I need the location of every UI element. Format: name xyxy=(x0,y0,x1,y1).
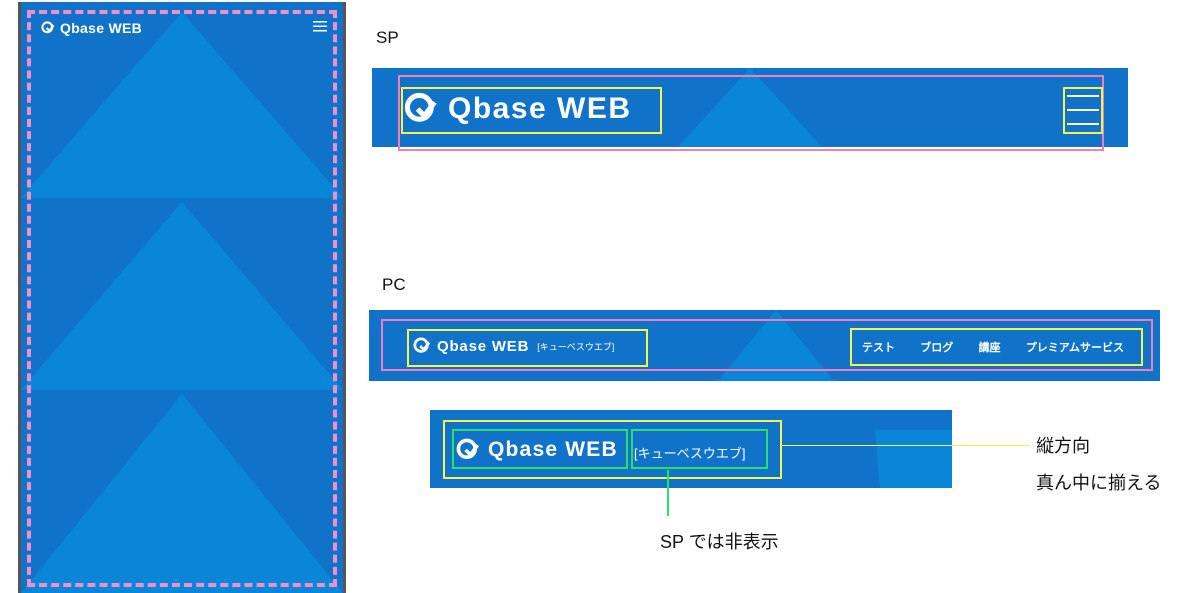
sp-phone-mockup: Qbase WEB xyxy=(18,2,346,593)
sp-logo-text: Qbase WEB xyxy=(60,20,143,36)
sp-section-label: SP xyxy=(376,28,399,47)
vertical-center-note-line1: 縦方向 xyxy=(1036,436,1090,456)
pc-logo-kana: [キューベスウエブ] xyxy=(537,341,615,352)
pc-section-label: PC xyxy=(382,275,406,294)
zoom-kana-outline xyxy=(631,429,768,469)
sp-logo[interactable]: Qbase WEB xyxy=(41,20,142,36)
triangle-decoration xyxy=(21,202,343,390)
pc-nav: テスト ブログ 講座 プレミアムサービス xyxy=(862,337,1124,357)
zoom-logo-group-outline xyxy=(443,420,782,479)
vertical-center-connector xyxy=(782,445,1030,446)
pc-banner-logo-text: Qbase WEB xyxy=(437,337,530,355)
pc-nav-outline xyxy=(850,328,1143,366)
hamburger-menu-icon[interactable] xyxy=(1067,93,1099,127)
vertical-center-note-line2: 真ん中に揃える xyxy=(1036,473,1162,493)
triangle-background xyxy=(21,12,343,593)
sp-menu-outline xyxy=(1063,87,1103,134)
sp-banner-logo[interactable]: Qbase WEB xyxy=(404,92,632,126)
triangle-decoration xyxy=(718,310,834,381)
pc-header-container-outline xyxy=(381,319,1153,371)
qbase-logo-icon xyxy=(404,92,437,122)
sp-hidden-connector xyxy=(667,470,669,516)
hamburger-menu-icon[interactable] xyxy=(313,21,327,32)
triangle-decoration xyxy=(678,68,822,147)
pc-banner-logo[interactable]: Qbase WEB [キューベスウエブ] xyxy=(413,337,614,355)
triangle-background xyxy=(718,310,834,381)
pc-logo-outline xyxy=(407,329,648,367)
triangle-decoration xyxy=(21,394,343,593)
qbase-logo-icon xyxy=(413,337,431,353)
pc-logo-zoom-banner xyxy=(430,410,952,488)
zoom-logo-kana: [キューベスウエブ] xyxy=(634,446,746,461)
sp-header-container-outline xyxy=(398,75,1104,151)
nav-item-test[interactable]: テスト xyxy=(862,342,895,354)
sp-container-outline xyxy=(27,10,337,587)
nav-item-premium[interactable]: プレミアムサービス xyxy=(1025,342,1124,354)
zoom-logo-outline xyxy=(452,429,628,469)
sp-hidden-note: SP では非表示 xyxy=(660,532,779,552)
sp-logo-outline xyxy=(401,87,662,134)
triangle-decoration xyxy=(875,430,952,488)
zoom-logo[interactable]: Qbase WEB xyxy=(456,438,618,462)
triangle-background xyxy=(678,68,822,147)
qbase-logo-icon xyxy=(41,21,55,34)
triangle-decoration xyxy=(21,12,343,198)
nav-item-blog[interactable]: ブログ xyxy=(920,342,954,354)
qbase-logo-icon xyxy=(456,438,480,459)
triangle-background xyxy=(875,430,952,488)
nav-item-course[interactable]: 講座 xyxy=(978,342,1001,354)
zoom-logo-text: Qbase WEB xyxy=(488,438,618,461)
sp-banner-logo-text: Qbase WEB xyxy=(448,92,632,125)
